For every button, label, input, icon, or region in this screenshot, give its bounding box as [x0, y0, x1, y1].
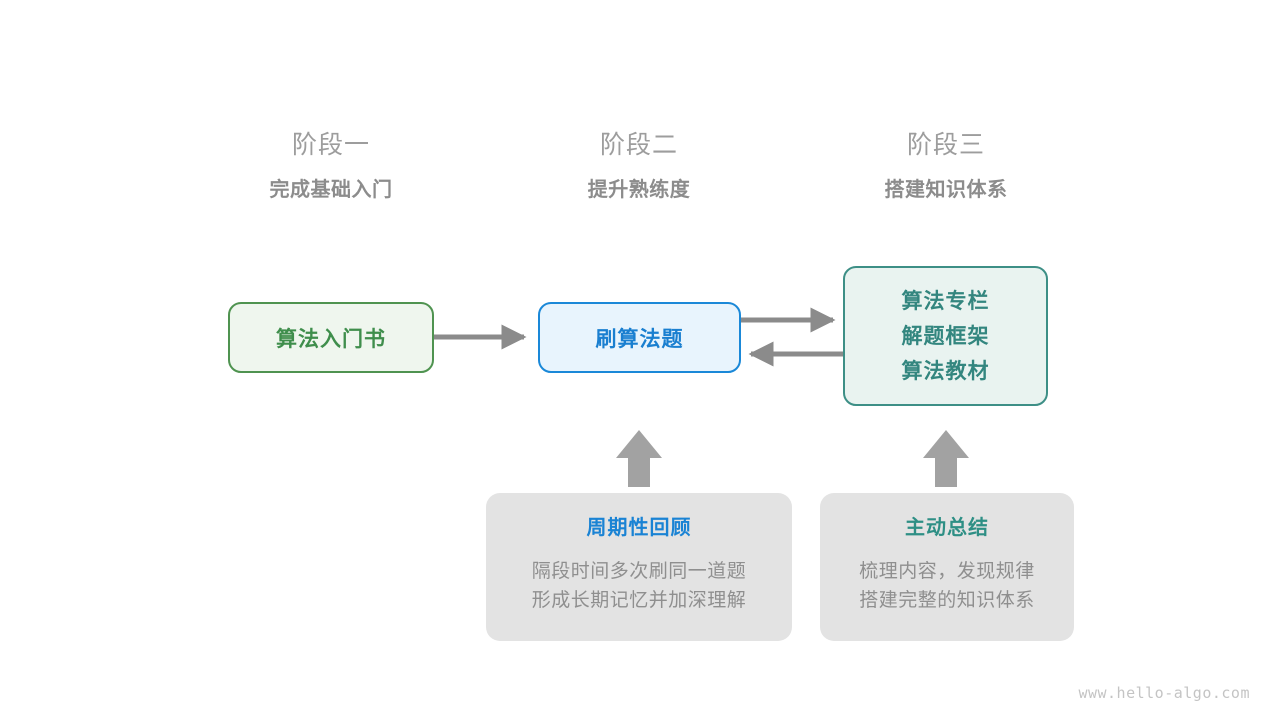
stage-title-3: 阶段三	[906, 131, 985, 159]
card-review-body-line-1: 隔段时间多次刷同一道题	[531, 561, 747, 582]
arrow-review-to-practice	[616, 430, 662, 487]
card-summary-title: 主动总结	[905, 517, 989, 539]
stage-header-3: 阶段三 搭建知识体系	[816, 128, 1076, 206]
card-summary-body: 梳理内容，发现规律 搭建完整的知识体系	[859, 557, 1035, 615]
node-algorithm-intro-book[interactable]: 算法入门书	[228, 302, 434, 373]
node-practice-problems[interactable]: 刷算法题	[538, 302, 741, 373]
stage-title-2: 阶段二	[599, 131, 678, 159]
card-review-body-line-2: 形成长期记忆并加深理解	[531, 590, 747, 611]
card-review-body: 隔段时间多次刷同一道题 形成长期记忆并加深理解	[532, 557, 747, 615]
card-active-summary[interactable]: 主动总结 梳理内容，发现规律 搭建完整的知识体系	[820, 493, 1074, 641]
node-resources-line-1: 算法专栏	[901, 289, 990, 313]
node-resources-line-2: 解题框架	[901, 324, 990, 348]
stage-subtitle-3: 搭建知识体系	[884, 179, 1008, 201]
stage-subtitle-1: 完成基础入门	[269, 179, 393, 201]
node-book-label: 算法入门书	[276, 327, 386, 351]
node-practice-label: 刷算法题	[595, 327, 684, 351]
stage-subtitle-2: 提升熟练度	[587, 179, 691, 201]
card-summary-body-line-2: 搭建完整的知识体系	[859, 590, 1035, 611]
stage-header-2: 阶段二 提升熟练度	[509, 128, 769, 206]
card-summary-body-line-1: 梳理内容，发现规律	[859, 561, 1035, 582]
node-resources-line-3: 算法教材	[901, 359, 990, 383]
node-learning-resources[interactable]: 算法专栏 解题框架 算法教材	[843, 266, 1048, 406]
stage-title-1: 阶段一	[291, 131, 370, 159]
arrow-summary-to-resources	[923, 430, 969, 487]
stage-header-1: 阶段一 完成基础入门	[201, 128, 461, 206]
card-review-title: 周期性回顾	[586, 517, 692, 539]
watermark: www.hello-algo.com	[1078, 684, 1250, 702]
card-periodic-review[interactable]: 周期性回顾 隔段时间多次刷同一道题 形成长期记忆并加深理解	[486, 493, 792, 641]
